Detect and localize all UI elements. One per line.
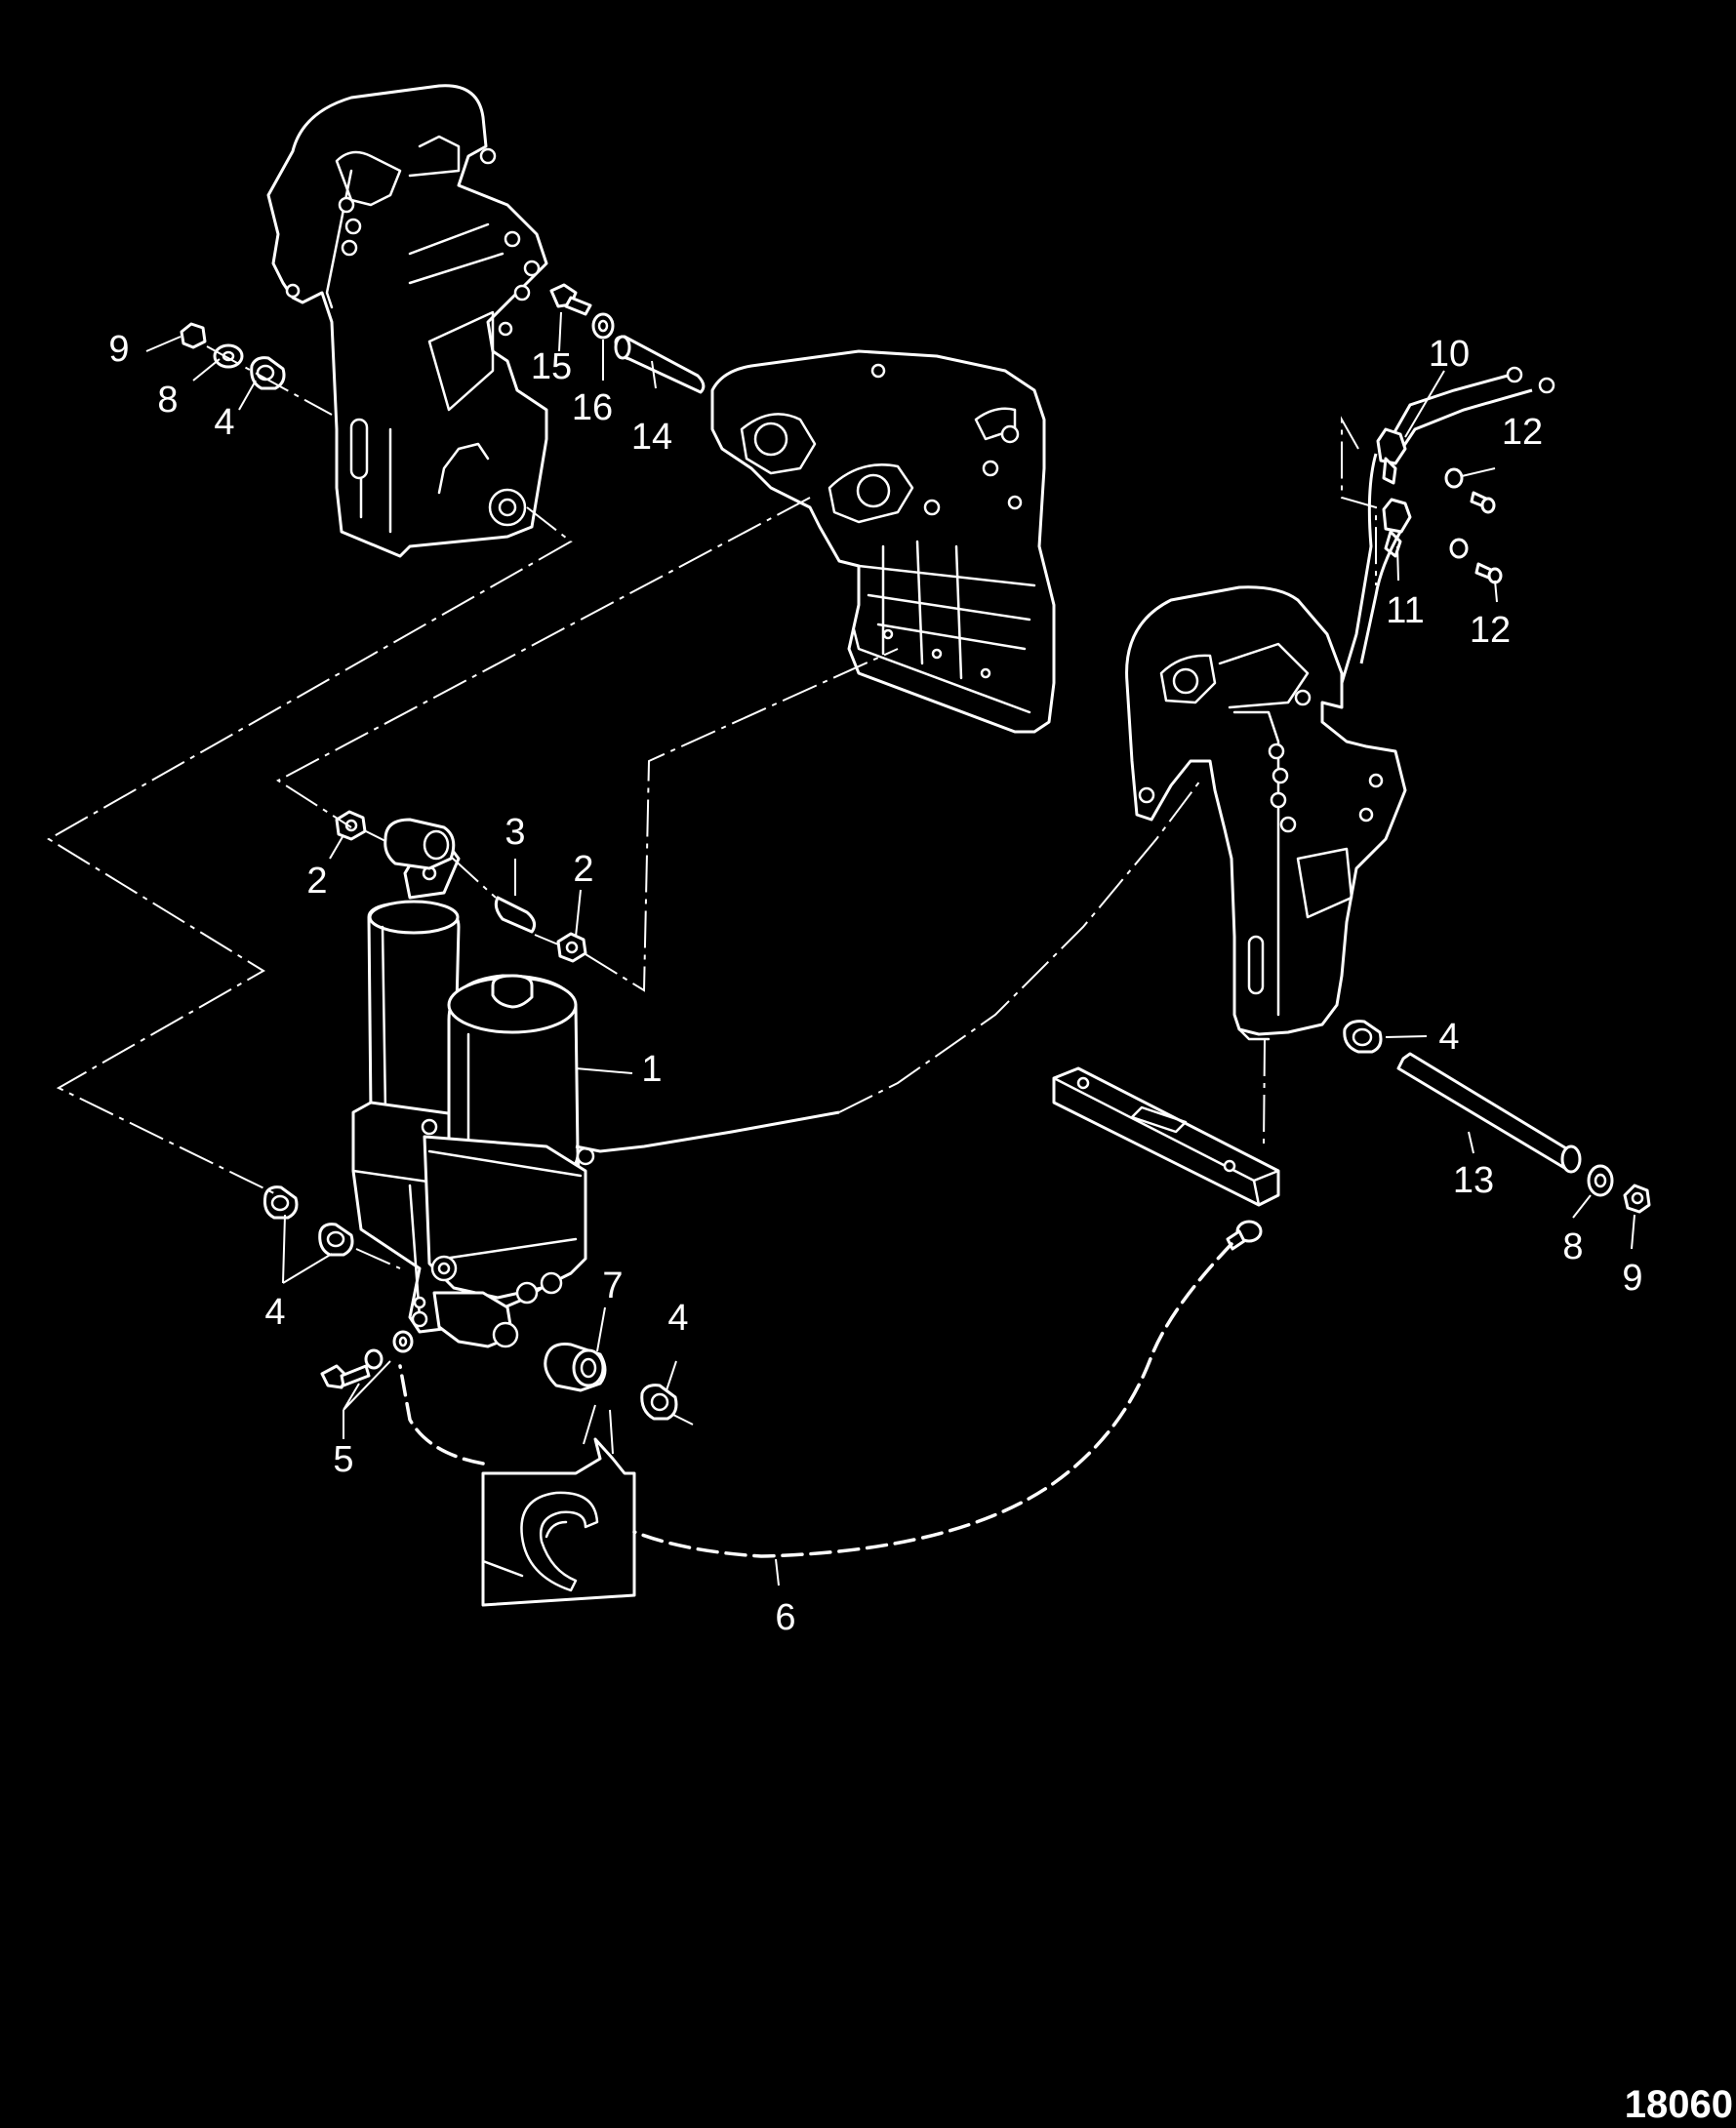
leader-lines	[145, 311, 1635, 1586]
pump-harness	[575, 1110, 840, 1153]
callout-8-right: 8	[1562, 1226, 1583, 1267]
callout-14: 14	[631, 417, 672, 458]
callout-4-left: 4	[264, 1292, 285, 1333]
locknut-9-top	[180, 322, 207, 349]
callout-4-top: 4	[214, 402, 234, 443]
right-side-hardware	[1226, 366, 1651, 1251]
anode-plate	[1052, 1066, 1280, 1207]
callout-10: 10	[1429, 334, 1470, 375]
callout-8-top: 8	[157, 380, 178, 421]
callout-4-right: 4	[1438, 1017, 1459, 1058]
pivot-hardware	[335, 810, 587, 963]
callout-15: 15	[531, 346, 572, 387]
callout-3: 3	[505, 812, 525, 853]
left-transom-bracket	[266, 84, 548, 558]
assembly-lines	[47, 345, 1377, 1425]
callout-13: 13	[1453, 1160, 1494, 1201]
figure-number: 18060	[1625, 2083, 1733, 2126]
callout-7: 7	[602, 1265, 623, 1306]
callout-6: 6	[775, 1597, 795, 1638]
trim-pump-assembly	[351, 837, 595, 1348]
cables	[398, 780, 1233, 1558]
right-transom-bracket	[1125, 585, 1407, 1041]
lower-left-hardware	[262, 1185, 678, 1421]
callout-11: 11	[1386, 590, 1424, 631]
ground-strap-6	[632, 1242, 1233, 1558]
callout-4-bottom: 4	[667, 1298, 688, 1339]
callout-1: 1	[641, 1049, 662, 1090]
callout-9-right: 9	[1622, 1258, 1642, 1299]
callout-5: 5	[333, 1439, 353, 1480]
callout-9-top: 9	[108, 329, 129, 370]
callout-2-left: 2	[306, 861, 327, 902]
callout-12-bottom: 12	[1470, 610, 1511, 651]
callout-labels: 1 2 2 3 4 4 4 4 5 6 7 8 8 9 9 10 11 12 1…	[108, 329, 1642, 1638]
swivel-bracket	[710, 349, 1056, 734]
callout-16: 16	[572, 387, 613, 428]
bushing-detail-inset	[481, 1404, 636, 1607]
callout-12-top: 12	[1502, 412, 1543, 453]
upper-left-hardware	[180, 283, 706, 394]
callout-2-right: 2	[573, 849, 593, 890]
